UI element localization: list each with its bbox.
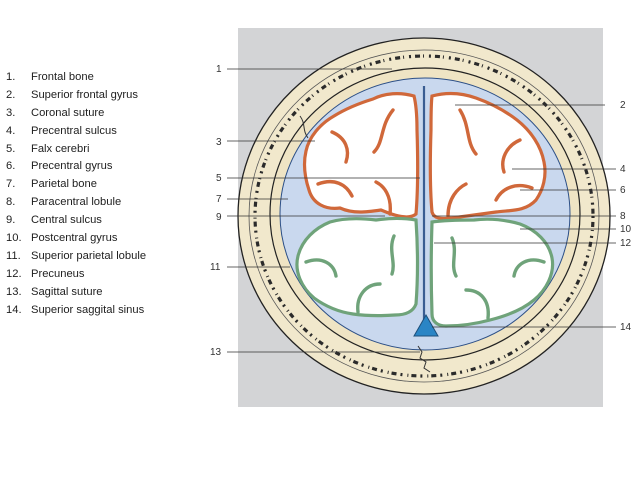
legend-list: 1.Frontal bone 2.Superior frontal gyrus … bbox=[6, 69, 206, 319]
legend-label: Paracentral lobule bbox=[31, 196, 122, 209]
legend-number: 9. bbox=[6, 214, 16, 227]
legend-item: 1. Frontal bone bbox=[6, 69, 206, 87]
legend-label: Precentral gyrus bbox=[31, 160, 113, 173]
sagittal-suture bbox=[417, 345, 431, 373]
legend-number: 11. bbox=[6, 249, 21, 262]
legend-number: 3. bbox=[6, 106, 16, 119]
callout-8: 8 bbox=[620, 211, 626, 222]
legend-item: 7. Parietal bone bbox=[6, 176, 206, 194]
legend-item: 9. Central sulcus bbox=[6, 212, 206, 230]
legend-label: Superior parietal lobule bbox=[31, 249, 147, 262]
legend-number: 14. bbox=[6, 303, 22, 316]
parietal-sulci bbox=[304, 234, 546, 320]
legend-label: Sagittal suture bbox=[31, 285, 103, 298]
legend-item: 6. Precentral gyrus bbox=[6, 158, 206, 176]
legend-label: Superior frontal gyrus bbox=[31, 88, 138, 101]
callout-6: 6 bbox=[620, 185, 626, 196]
legend-number: 1. bbox=[6, 71, 16, 83]
legend-number: 13. bbox=[6, 285, 22, 298]
coronal-suture bbox=[299, 115, 309, 139]
legend-item: 5. Falx cerebri bbox=[6, 141, 206, 159]
legend-number: 8. bbox=[6, 196, 16, 209]
legend-number: 10. bbox=[6, 232, 22, 245]
callout-2: 2 bbox=[620, 100, 626, 111]
callout-11: 11 bbox=[210, 262, 221, 273]
legend-number: 5. bbox=[6, 142, 16, 155]
legend-label: Parietal bone bbox=[31, 178, 97, 191]
legend-number: 6. bbox=[6, 160, 16, 173]
left-parietal-lobe bbox=[295, 216, 420, 318]
callout-5: 5 bbox=[216, 173, 222, 184]
legend-label: Precentral sulcus bbox=[31, 124, 117, 137]
legend-item: 3. Coronal suture bbox=[6, 105, 206, 123]
legend-item: 12. Precuneus bbox=[6, 266, 206, 284]
callout-12: 12 bbox=[620, 238, 632, 249]
legend-item: 11. Superior parietal lobule bbox=[6, 248, 206, 266]
legend-label: Superior saggital sinus bbox=[31, 303, 145, 316]
right-parietal-lobe bbox=[429, 217, 555, 328]
legend-item: 14. Superior saggital sinus bbox=[6, 302, 206, 320]
legend-number: 2. bbox=[6, 88, 16, 101]
callout-4: 4 bbox=[620, 164, 626, 175]
callout-1: 1 bbox=[216, 64, 222, 75]
legend-item: 4. Precentral sulcus bbox=[6, 123, 206, 141]
callout-3: 3 bbox=[216, 137, 222, 148]
callout-10: 10 bbox=[620, 224, 632, 235]
legend-label: Central sulcus bbox=[31, 214, 102, 227]
legend-number: 7. bbox=[6, 178, 16, 191]
left-frontal-lobe bbox=[302, 92, 420, 219]
legend-item: 13. Sagittal suture bbox=[6, 284, 206, 302]
superior-sagittal-sinus bbox=[413, 313, 439, 337]
frontal-sulci bbox=[316, 108, 534, 218]
callout-9: 9 bbox=[216, 212, 222, 223]
callout-14: 14 bbox=[620, 322, 632, 333]
legend-item: 8. Paracentral lobule bbox=[6, 194, 206, 212]
legend-number: 4. bbox=[6, 124, 16, 137]
legend-label: Postcentral gyrus bbox=[31, 232, 118, 245]
legend-label: Coronal suture bbox=[31, 106, 105, 119]
legend-item: 2. Superior frontal gyrus bbox=[6, 87, 206, 105]
callout-13: 13 bbox=[210, 347, 222, 358]
legend-number: 12. bbox=[6, 267, 22, 280]
callout-7: 7 bbox=[216, 194, 222, 205]
legend-label: Frontal bone bbox=[31, 71, 94, 83]
legend-label: Precuneus bbox=[31, 267, 85, 280]
legend-label: Falx cerebri bbox=[31, 142, 90, 155]
leader-lines bbox=[227, 68, 616, 353]
legend-item: 10. Postcentral gyrus bbox=[6, 230, 206, 248]
